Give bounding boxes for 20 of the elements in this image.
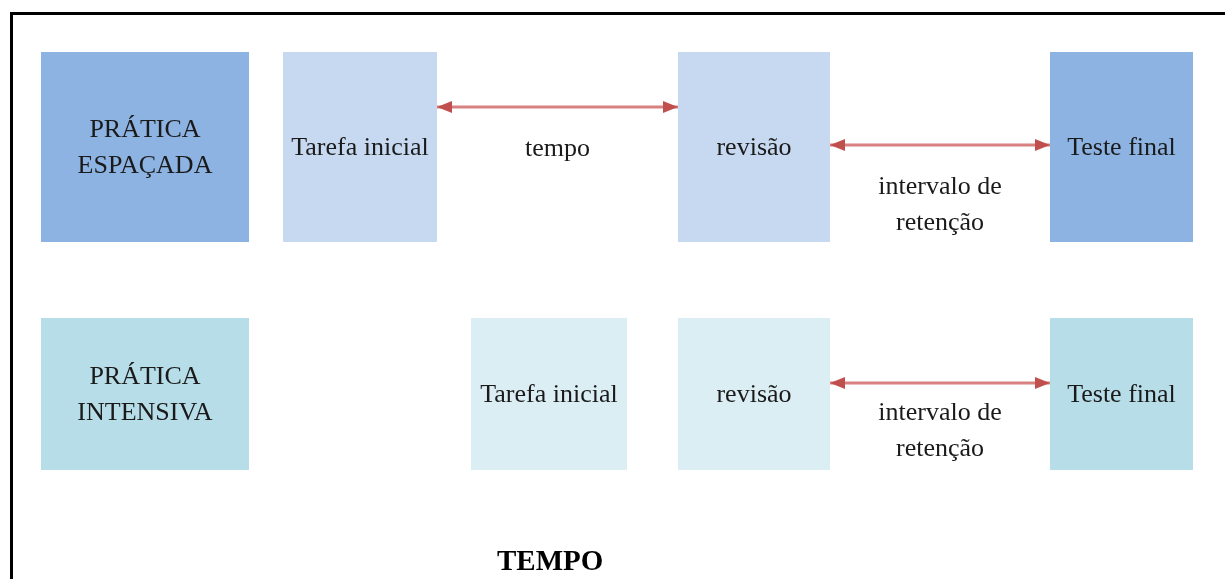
box-text: PRÁTICA INTENSIVA [76,359,214,428]
process-box [678,318,830,470]
box-text: Teste final [1067,377,1176,410]
axis-label: TEMPO [497,544,604,577]
process-box [678,52,830,242]
process-box [1050,318,1193,470]
process-box [471,318,627,470]
arrow [830,377,1050,389]
arrow [437,101,678,113]
process-box [41,318,249,470]
process-box [41,52,249,242]
box-text: revisão [716,377,792,410]
box-text: PRÁTICA ESPAÇADA [76,112,214,181]
process-box [283,52,437,242]
box-text: Tarefa inicial [480,377,618,410]
box-text: revisão [716,130,792,163]
box-text: Teste final [1067,130,1176,163]
process-box [1050,52,1193,242]
box-text: Tarefa inicial [291,130,429,163]
arrow [830,139,1050,151]
